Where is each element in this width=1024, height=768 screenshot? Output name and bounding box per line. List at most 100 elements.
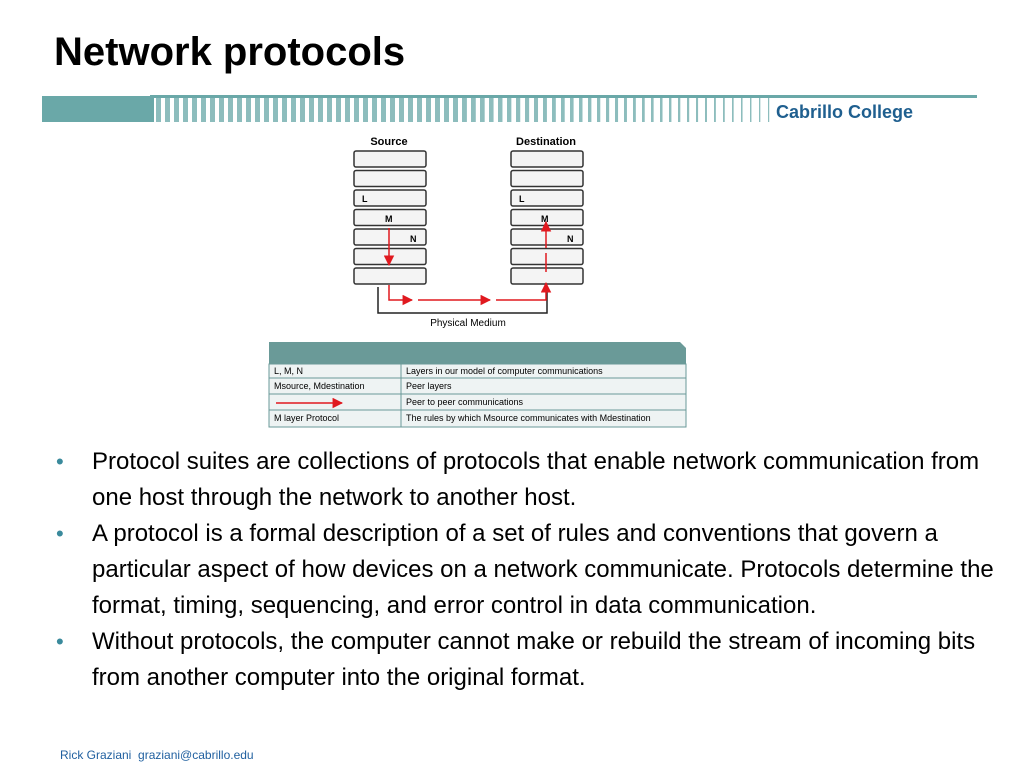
source-layer-box	[353, 169, 427, 188]
band-stripe	[156, 98, 161, 122]
flow-arrows	[383, 220, 552, 306]
band-stripe	[435, 98, 440, 122]
band-stripe	[264, 98, 269, 122]
band-stripe	[228, 98, 233, 122]
band-stripe	[273, 98, 278, 122]
band-stripe	[588, 98, 592, 122]
medium-label: Physical Medium	[430, 318, 506, 329]
destination-stack	[510, 150, 584, 285]
band-stripe	[246, 98, 251, 122]
footer: Rick Graziani graziani@cabrillo.edu	[60, 748, 254, 762]
band-stripe	[354, 98, 359, 122]
source-layer-box	[353, 247, 427, 266]
band-stripe	[471, 98, 476, 122]
band-stripe	[417, 98, 422, 122]
destination-label: Destination	[516, 136, 576, 148]
legend-value-3: Peer to peer communications	[406, 397, 524, 407]
band-stripe	[372, 98, 377, 122]
band-stripe	[606, 98, 610, 122]
destination-layer-l: L	[519, 194, 525, 204]
legend-value-2: Peer layers	[406, 381, 452, 391]
destination-layer-box	[510, 150, 584, 168]
band-stripe	[219, 98, 224, 122]
band-stripe	[624, 98, 627, 122]
band-stripe	[327, 98, 332, 122]
source-label: Source	[370, 136, 407, 148]
footer-author: Rick Graziani	[60, 748, 132, 762]
source-layer-box	[353, 208, 427, 227]
legend-header	[269, 342, 686, 364]
source-layer-box	[353, 228, 427, 246]
legend-body	[268, 363, 687, 428]
bullet-list: • Protocol suites are collections of pro…	[56, 444, 1006, 696]
band-stripe	[696, 98, 699, 122]
band-stripe	[183, 98, 188, 122]
source-stack	[353, 150, 427, 285]
source-layer-box	[353, 150, 427, 168]
band-stripe	[552, 98, 556, 122]
band-stripe	[174, 98, 179, 122]
band-stripe	[723, 98, 725, 122]
arrow-from-medium	[496, 281, 552, 301]
band-stripe	[732, 98, 734, 122]
band-stripe	[192, 98, 197, 122]
band-stripe	[651, 98, 654, 122]
band-stripe	[750, 98, 752, 122]
bullet-icon: •	[56, 449, 64, 474]
footer-email: graziani@cabrillo.edu	[138, 748, 254, 762]
source-layer-box	[353, 267, 427, 285]
band-solid	[42, 96, 154, 122]
bullet-icon: •	[56, 629, 64, 654]
band-stripe	[714, 98, 716, 122]
band-stripe	[597, 98, 601, 122]
band-stripe	[705, 98, 707, 122]
band-rule	[150, 95, 977, 98]
band-stripe	[660, 98, 663, 122]
band-stripe	[381, 98, 386, 122]
band-stripe	[498, 98, 503, 122]
band-stripe	[300, 98, 305, 122]
destination-layer-box	[510, 267, 584, 285]
source-layer-box	[353, 189, 427, 207]
band-stripe	[525, 98, 530, 122]
legend-table: L, M, N Layers in our model of computer …	[268, 342, 687, 428]
band-stripe	[165, 98, 170, 122]
band-stripe	[768, 98, 770, 122]
destination-layer-n: N	[567, 234, 574, 244]
destination-layer-box	[510, 169, 584, 188]
band-stripe	[363, 98, 368, 122]
legend-key-4: M layer Protocol	[274, 413, 339, 423]
brand-label: Cabrillo College	[776, 102, 914, 122]
band-stripe	[561, 98, 565, 122]
band-stripe	[282, 98, 287, 122]
band-stripe	[669, 98, 672, 122]
bullet-icon: •	[56, 521, 64, 546]
band-stripe	[642, 98, 645, 122]
band-stripe	[408, 98, 413, 122]
band-stripe	[615, 98, 619, 122]
band-stripe	[462, 98, 467, 122]
protocol-diagram: Source Destination L M N L M N Physical …	[268, 136, 687, 428]
band-stripe	[237, 98, 242, 122]
legend-value-1: Layers in our model of computer communic…	[406, 366, 603, 376]
band-stripe	[345, 98, 350, 122]
destination-layer-box	[510, 247, 584, 266]
source-layer-n: N	[410, 234, 417, 244]
legend-key-1: L, M, N	[274, 366, 303, 376]
band-stripe	[687, 98, 690, 122]
band-stripe	[399, 98, 404, 122]
bullet-text: A protocol is a formal description of a …	[92, 520, 994, 619]
band-stripe	[741, 98, 743, 122]
band-stripe	[570, 98, 574, 122]
band-stripe	[579, 98, 583, 122]
band-stripe	[453, 98, 458, 122]
band-stripe	[426, 98, 431, 122]
band-stripe	[291, 98, 296, 122]
source-layer-m: M	[385, 214, 393, 224]
band-stripe	[444, 98, 449, 122]
band-stripe	[633, 98, 636, 122]
legend-key-2: Msource, Mdestination	[274, 381, 365, 391]
medium-line	[377, 287, 548, 314]
band-stripe	[507, 98, 512, 122]
arrow-to-medium	[388, 285, 414, 306]
